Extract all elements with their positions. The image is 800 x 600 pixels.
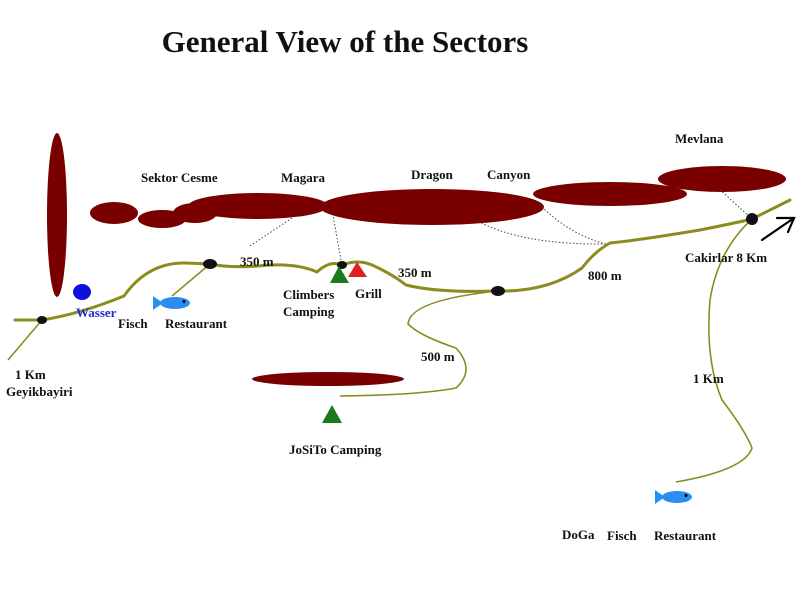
label-sektor-cesme: Sektor Cesme (141, 170, 218, 185)
label-cakirlar: Cakirlar 8 Km (685, 250, 768, 265)
doga-restaurant-fish-icon (655, 490, 692, 504)
rock-sector-left-tall (47, 133, 67, 297)
distance-label-5: 1 Km (15, 367, 46, 382)
main-road (13, 198, 792, 322)
label-camping: Camping (283, 304, 335, 319)
rock-sector-dragon (320, 189, 544, 225)
label-canyon: Canyon (487, 167, 531, 182)
label-doga: DoGa (562, 527, 595, 542)
label-fisch: Fisch (118, 316, 148, 331)
fisch-restaurant-fish-icon (153, 296, 190, 310)
label-climbers: Climbers (283, 287, 335, 302)
climbers-camping-tent-icon (330, 266, 349, 283)
map-title: General View of the Sectors (161, 24, 529, 59)
label-wasser: Wasser (76, 305, 117, 320)
road-to-doga (675, 218, 753, 483)
road-to-josito (339, 290, 499, 397)
distance-label-2: 350 m (398, 265, 432, 280)
distance-label-6: 1 Km (693, 371, 724, 386)
water-icon (73, 284, 91, 300)
label-doga-restaurant: Restaurant (654, 528, 717, 543)
access-path-climbers (332, 214, 342, 261)
label-grill: Grill (355, 286, 382, 301)
distance-label-1: 350 m (240, 254, 274, 269)
label-dragon: Dragon (411, 167, 453, 182)
label-mevlana: Mevlana (675, 131, 724, 146)
rock-sector-canyon (533, 182, 687, 206)
arrow-northeast-icon (760, 216, 796, 242)
label-restaurant: Restaurant (165, 316, 228, 331)
junction-dot-cakirlar (746, 213, 758, 225)
distance-label-3: 800 m (588, 268, 622, 283)
junction-dot-fisch (203, 259, 217, 269)
junction-dot-geyikbayiri (37, 316, 47, 324)
rock-sector-josito (252, 372, 404, 386)
access-path-magara (249, 217, 293, 247)
access-path-dragon (475, 219, 607, 245)
junction-dot-josito (491, 286, 505, 296)
access-path-mevlana (717, 187, 753, 220)
label-josito-camping: JoSiTo Camping (289, 442, 382, 457)
label-magara: Magara (281, 170, 326, 185)
distance-label-4: 500 m (421, 349, 455, 364)
road-to-geyikbayiri (7, 319, 43, 361)
label-doga-fisch: Fisch (607, 528, 637, 543)
josito-camping-tent-icon (322, 405, 342, 423)
label-geyikbayiri: Geyikbayiri (6, 384, 73, 399)
rock-sector-magara (188, 193, 328, 219)
rock-sector-cesme-a (90, 202, 138, 224)
rock-sector-mevlana (658, 166, 786, 192)
grill-icon (348, 262, 367, 277)
access-path-canyon (539, 204, 607, 245)
road-to-fisch-restaurant (171, 263, 211, 297)
